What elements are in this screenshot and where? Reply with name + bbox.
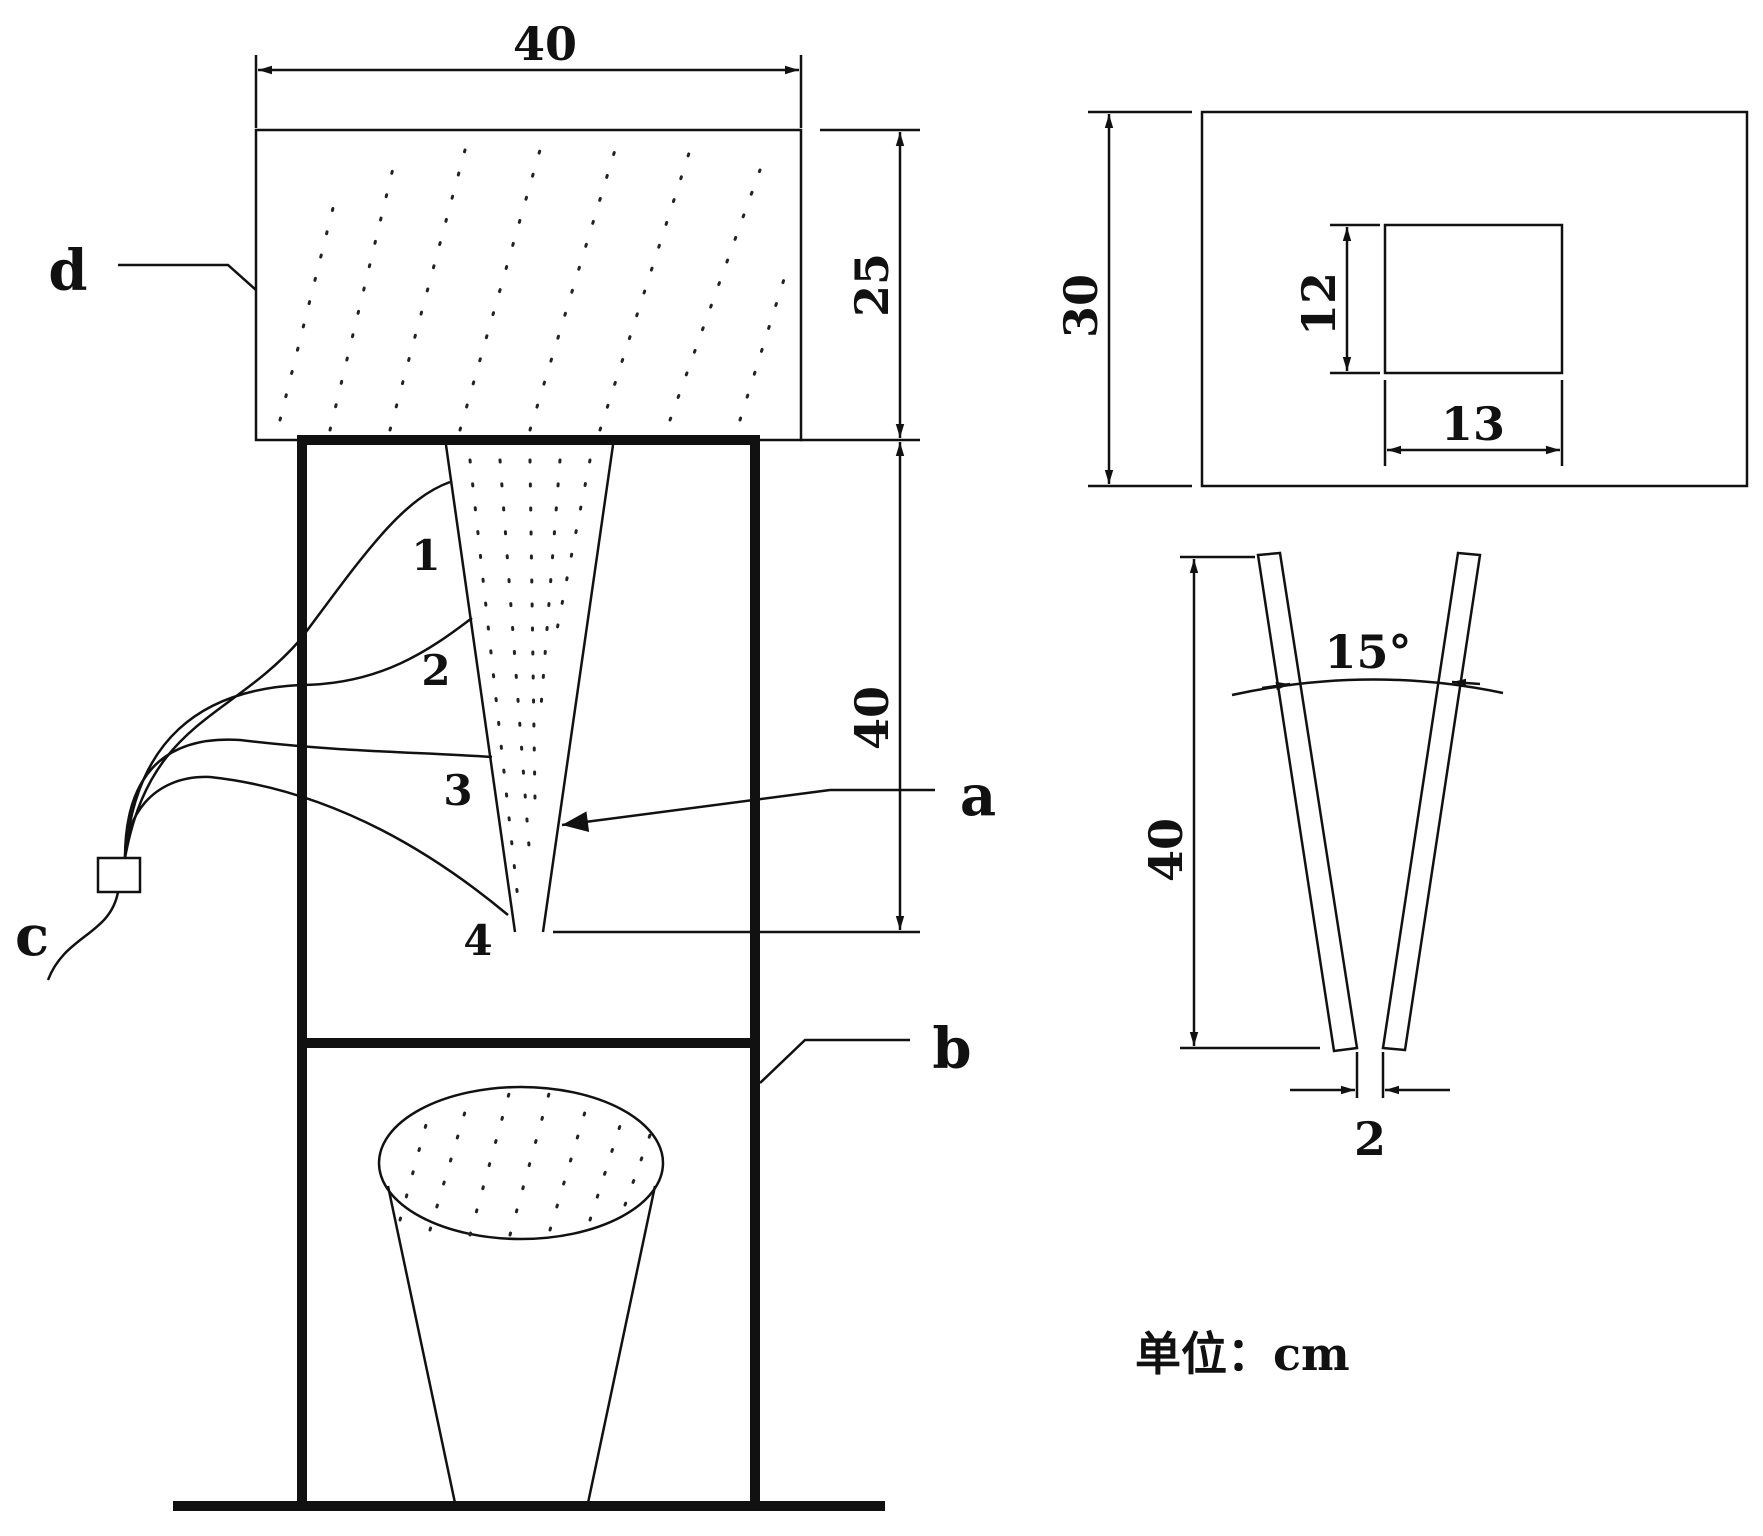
dim-gap-label: 2 [1354, 1112, 1386, 1166]
label-d-leader: d [48, 238, 257, 304]
dim-upper-height: 25 [800, 128, 920, 442]
dim-upper-height-label: 25 [845, 253, 899, 317]
hopper-box [254, 128, 803, 442]
collecting-cup [377, 1085, 665, 1504]
label-a-leader: a [561, 763, 996, 832]
label-d: d [48, 238, 87, 304]
plate-side-view: 40 15° 2 [1139, 551, 1504, 1166]
dim-plate-length-label: 40 [1139, 818, 1193, 882]
label-c: c [15, 903, 49, 969]
sensor-1: 1 [411, 531, 440, 580]
dim-hole-width-label: 13 [1441, 397, 1505, 451]
support-frame [173, 435, 885, 1511]
sensor-wires [46, 480, 509, 981]
dim-top-width: 40 [254, 17, 803, 128]
dim-plan-height-label: 30 [1054, 274, 1108, 338]
dim-top-width-label: 40 [513, 17, 577, 71]
v-channel [444, 444, 615, 933]
dim-angle-label: 15° [1324, 625, 1411, 679]
sensor-4: 4 [463, 916, 492, 965]
sensor-3: 3 [443, 766, 472, 815]
unit-label: 单位：cm [1135, 1327, 1350, 1381]
dim-lower-height: 40 [553, 442, 920, 934]
label-b-leader: b [759, 1016, 972, 1084]
plan-view: 30 12 13 [1054, 110, 1749, 488]
label-b: b [932, 1016, 971, 1082]
label-a: a [960, 763, 996, 829]
sensor-2: 2 [421, 646, 450, 695]
dim-hole-height-label: 12 [1292, 272, 1346, 336]
dim-lower-height-label: 40 [845, 686, 899, 750]
